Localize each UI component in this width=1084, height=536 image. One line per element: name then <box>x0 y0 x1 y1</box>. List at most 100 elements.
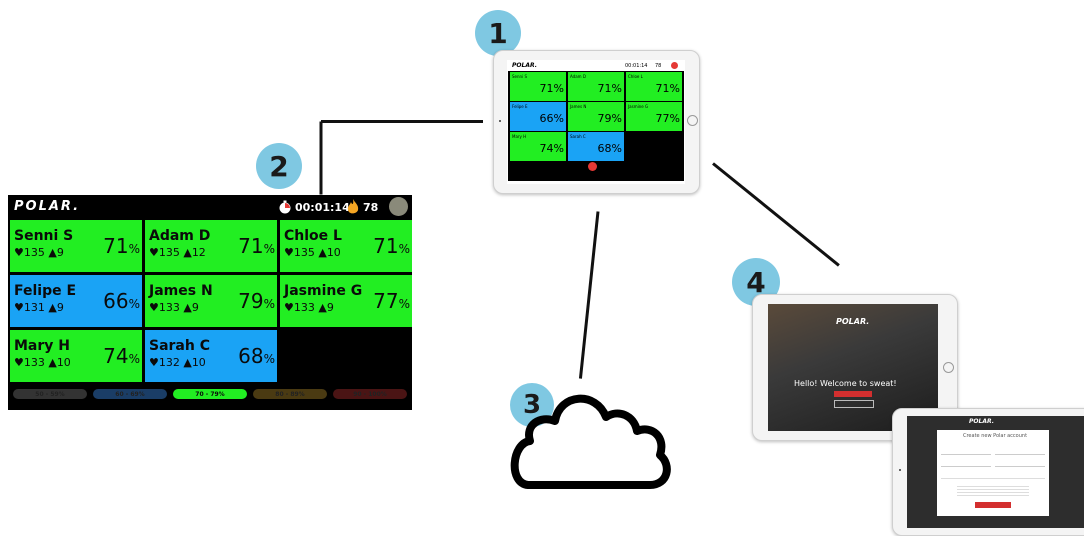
stopwatch-icon <box>279 200 291 214</box>
player-percent: 74% <box>103 344 140 368</box>
step-badge-1: 1 <box>475 10 521 56</box>
tablet-1-record-icon[interactable] <box>671 62 678 69</box>
step-badge-3: 3 <box>510 383 554 427</box>
mini-player-tile[interactable]: Mary H 74% <box>510 132 566 161</box>
player-stats: ♥133 ▲9 <box>284 301 334 314</box>
signup-password-input[interactable] <box>995 460 1045 467</box>
welcome-secondary-button[interactable] <box>834 400 874 408</box>
mini-player-percent: 68% <box>597 142 622 155</box>
tablet-4-signup: POLAR. Create new Polar account <box>892 408 1084 536</box>
connector-2-vertical <box>319 121 323 195</box>
mini-player-name: Mary H <box>512 134 527 139</box>
zone-pill: 50 - 59% <box>13 389 87 399</box>
player-percent: 79% <box>238 289 275 313</box>
player-name: Adam D <box>149 228 211 244</box>
mini-player-tile[interactable]: Jasmine G 77% <box>626 102 682 131</box>
tablet-1-calories: 78 <box>655 63 662 69</box>
mini-player-percent: 71% <box>655 82 680 95</box>
player-stats: ♥131 ▲9 <box>14 301 64 314</box>
player-stats: ♥133 ▲10 <box>14 356 71 369</box>
total-calories: 78 <box>363 201 379 214</box>
tablet-4-home-button[interactable] <box>943 362 954 373</box>
mini-player-name: Chloe L <box>628 74 643 79</box>
player-stats: ♥133 ▲9 <box>149 301 199 314</box>
player-stats: ♥135 ▲9 <box>14 246 64 259</box>
welcome-text: Hello! Welcome to sweat! <box>794 379 897 388</box>
tablet-1-camera <box>499 120 501 122</box>
mini-player-tile[interactable]: Chloe L 71% <box>626 72 682 101</box>
player-tile[interactable]: Senni S ♥135 ▲9 71% <box>10 220 142 272</box>
tablet-1-home-button[interactable] <box>687 115 698 126</box>
mini-player-name: James N <box>570 104 587 109</box>
mini-player-tile[interactable]: Senni S 71% <box>510 72 566 101</box>
mini-player-percent: 66% <box>539 112 564 125</box>
player-name: James N <box>149 283 213 299</box>
zone-pill: 90 - 100% <box>333 389 407 399</box>
signup-form: Create new Polar account <box>937 430 1049 516</box>
mini-player-name: Senni S <box>512 74 527 79</box>
player-percent: 71% <box>373 234 410 258</box>
player-stats: ♥135 ▲12 <box>149 246 206 259</box>
mini-player-tile[interactable]: Sarah C 68% <box>568 132 624 161</box>
signup-terms-text <box>957 486 1029 496</box>
mini-player-percent: 74% <box>539 142 564 155</box>
connector-1-to-3 <box>578 211 600 379</box>
player-percent: 68% <box>238 344 275 368</box>
avatar[interactable] <box>389 197 408 216</box>
mini-player-percent: 71% <box>539 82 564 95</box>
player-tile[interactable]: Mary H ♥133 ▲10 74% <box>10 330 142 382</box>
tablet-1-polar-logo: POLAR. <box>512 62 537 69</box>
step-badge-2: 2 <box>256 143 302 189</box>
polar-logo: POLAR. <box>14 199 81 214</box>
mini-player-tile[interactable]: James N 79% <box>568 102 624 131</box>
mini-player-name: Jasmine G <box>628 104 649 109</box>
player-stats: ♥132 ▲10 <box>149 356 206 369</box>
player-tile[interactable]: Adam D ♥135 ▲12 71% <box>145 220 277 272</box>
player-tile[interactable]: Sarah C ♥132 ▲10 68% <box>145 330 277 382</box>
mini-player-percent: 71% <box>597 82 622 95</box>
tablet-4b-camera <box>899 469 901 471</box>
player-name: Chloe L <box>284 228 342 244</box>
signup-submit-button[interactable] <box>975 502 1011 508</box>
player-tile[interactable]: James N ♥133 ▲9 79% <box>145 275 277 327</box>
connector-1-to-4 <box>712 162 840 267</box>
welcome-polar-logo: POLAR. <box>836 317 870 326</box>
player-tile[interactable]: Chloe L ♥135 ▲10 71% <box>280 220 412 272</box>
welcome-primary-button[interactable] <box>834 391 872 397</box>
player-percent: 71% <box>238 234 275 258</box>
dashboard-header: POLAR. 00:01:14 78 <box>8 195 412 220</box>
zone-pill: 80 - 89% <box>253 389 327 399</box>
tablet-1-timer: 00:01:14 <box>625 63 648 69</box>
player-percent: 71% <box>103 234 140 258</box>
connector-2-to-1 <box>321 120 483 123</box>
player-stats: ♥135 ▲10 <box>284 246 341 259</box>
signup-title: Create new Polar account <box>963 433 1028 439</box>
player-name: Senni S <box>14 228 74 244</box>
mini-player-name: Adam D <box>570 74 586 79</box>
mini-player-percent: 77% <box>655 112 680 125</box>
mini-player-name: Sarah C <box>570 134 586 139</box>
signup-last-name-input[interactable] <box>995 448 1045 455</box>
mini-player-percent: 79% <box>597 112 622 125</box>
signup-first-name-input[interactable] <box>941 448 991 455</box>
signup-email-input[interactable] <box>941 460 991 467</box>
player-tile[interactable]: Felipe E ♥131 ▲9 66% <box>10 275 142 327</box>
zone-pill: 60 - 69% <box>93 389 167 399</box>
tablet-1-stop-button[interactable] <box>588 162 597 171</box>
zone-pill: 70 - 79% <box>173 389 247 399</box>
player-name: Sarah C <box>149 338 210 354</box>
player-name: Mary H <box>14 338 70 354</box>
signup-polar-logo: POLAR. <box>969 418 994 425</box>
player-name: Jasmine G <box>284 283 363 299</box>
mini-player-tile[interactable]: Adam D 71% <box>568 72 624 101</box>
session-timer: 00:01:14 <box>295 201 350 214</box>
signup-details-row[interactable] <box>941 474 1045 479</box>
player-percent: 66% <box>103 289 140 313</box>
player-name: Felipe E <box>14 283 77 299</box>
